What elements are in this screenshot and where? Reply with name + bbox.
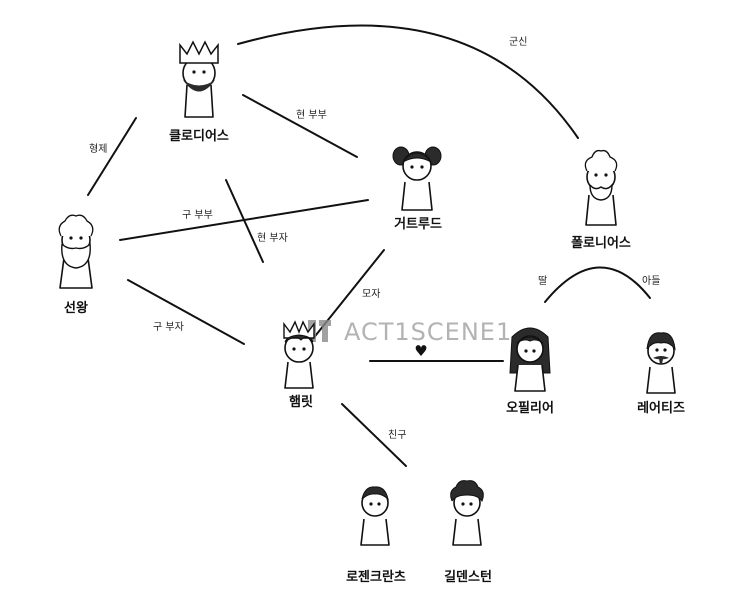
name-claudius: 클로디어스 [169,128,229,144]
rosencrantz-figure-icon [360,486,390,546]
label-claudius-gertrude: 현 부부 [296,109,327,121]
name-gertrude: 거트루드 [394,217,442,232]
polonius-figure-icon [584,149,618,226]
label-polonius-laertes: 아들 [642,275,660,287]
hamlet-figure-icon [283,320,315,389]
name-polonius: 폴로니어스 [571,235,631,251]
label-hamlet-friends: 친구 [388,429,406,441]
line-claudius-hamlet [225,179,264,263]
gertrude-figure-icon [392,146,442,211]
line-oldking-hamlet [127,279,245,345]
name-ophelia: 오필리어 [506,400,554,416]
label-claudius-polonius: 군신 [509,36,527,48]
name-laertes: 레어티즈 [637,400,685,416]
name-rosencrantz: 로젠크란츠 [346,569,406,585]
ophelia-figure-icon [509,327,551,392]
claudius-figure-icon [179,40,219,118]
label-oldking-hamlet: 구 부자 [153,321,184,333]
guildenstern-figure-icon [450,480,484,546]
name-guildenstern: 길덴스턴 [444,569,492,585]
heart-icon: ♥ [414,342,427,360]
label-polonius-ophelia: 딸 [538,275,547,287]
line-claudius-gertrude [242,94,358,158]
line-claudius-oldking [87,117,137,196]
label-gertrude-hamlet: 모자 [362,288,380,300]
line-claudius-polonius [237,24,579,139]
old-king-figure-icon [58,214,94,289]
line-hamlet-friends [341,403,407,467]
laertes-figure-icon [646,332,676,394]
watermark-text: ACT1SCENE1 [344,318,512,346]
name-hamlet: 햄릿 [289,394,313,410]
watermark: ACT1SCENE1 [308,318,512,346]
line-ophelia-laertes [544,266,651,303]
label-oldking-gertrude: 구 부부 [182,210,213,221]
label-claudius-hamlet: 현 부자 [257,232,288,244]
label-claudius-oldking: 형제 [89,143,107,155]
name-old-king: 선왕 [64,300,88,316]
